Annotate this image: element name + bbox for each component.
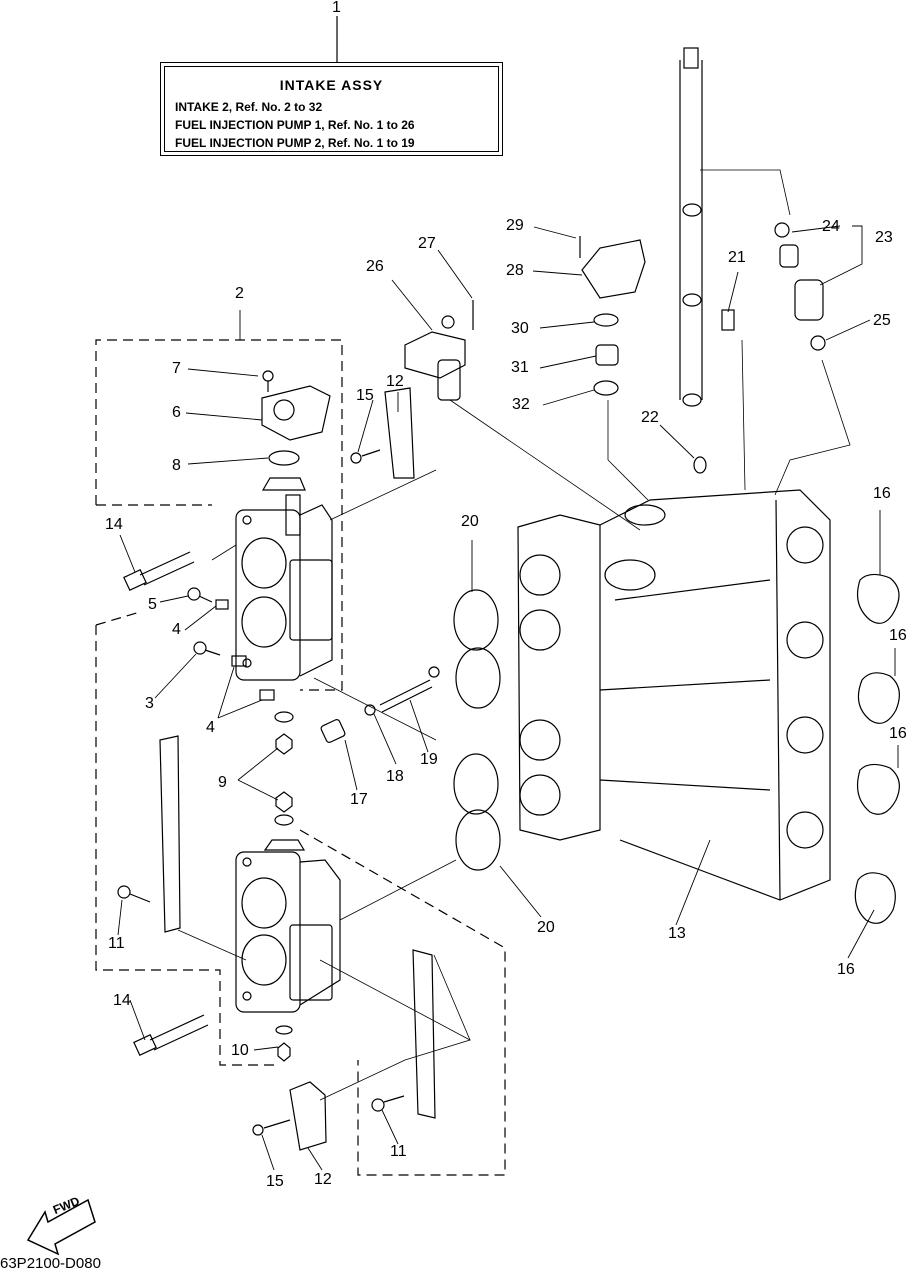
- callout-23: 23: [875, 229, 893, 246]
- link-rod: [320, 666, 440, 743]
- o-ring-20b: [455, 647, 501, 709]
- callout-18: 18: [386, 768, 404, 785]
- callout-leaders: [117, 225, 899, 1171]
- fwd-arrow-icon: [26, 1198, 96, 1256]
- screw-5: [187, 587, 229, 610]
- callout-21: 21: [728, 249, 746, 266]
- callout-16a: 16: [873, 485, 891, 502]
- callout-30: 30: [511, 320, 529, 337]
- throttle-body-lower: [235, 839, 341, 1013]
- washer-9a: [274, 711, 294, 723]
- callout-19: 19: [420, 751, 438, 768]
- callout-14a: 14: [105, 516, 123, 533]
- callout-16c: 16: [889, 725, 907, 742]
- gasket-16c: [857, 763, 900, 815]
- throttle-body-upper: [235, 477, 333, 681]
- callout-24: 24: [822, 218, 840, 235]
- callout-11a: 11: [108, 935, 125, 952]
- title-box-line-2: FUEL INJECTION PUMP 1, Ref. No. 1 to 26: [175, 118, 415, 132]
- callout-20b: 20: [537, 919, 555, 936]
- callout-32: 32: [512, 396, 530, 413]
- bracket-12-lower: [289, 1081, 327, 1151]
- o-ring-20d: [455, 809, 501, 871]
- callout-9: 9: [218, 774, 227, 791]
- callout-20a: 20: [461, 513, 479, 530]
- washer-9b: [274, 814, 294, 826]
- callout-4b: 4: [206, 719, 215, 736]
- title-box: INTAKE ASSY INTAKE 2, Ref. No. 2 to 32 F…: [160, 62, 503, 156]
- title-box-line-1: INTAKE 2, Ref. No. 2 to 32: [175, 100, 323, 114]
- callout-17: 17: [350, 791, 368, 808]
- bolt-14-upper: [123, 551, 195, 591]
- plate-11-right: [412, 949, 436, 1119]
- callout-8: 8: [172, 457, 181, 474]
- callout-3: 3: [145, 695, 154, 712]
- callout-1: 1: [332, 0, 341, 16]
- callout-27: 27: [418, 235, 436, 252]
- callout-2: 2: [235, 285, 244, 302]
- callout-16b: 16: [889, 627, 907, 644]
- connection-lines: [177, 169, 851, 1101]
- callout-5: 5: [148, 596, 157, 613]
- bolt-14-lower: [133, 1014, 209, 1056]
- callout-16d: 16: [837, 961, 855, 978]
- nut-9b: [275, 791, 293, 813]
- bracket-12-upper: [384, 387, 415, 479]
- fuel-injection-pump: [404, 300, 474, 401]
- title-box-frame: INTAKE ASSY INTAKE 2, Ref. No. 2 to 32 F…: [164, 66, 499, 152]
- dashed-group-upper: [95, 339, 343, 1066]
- nut-10: [277, 1042, 291, 1062]
- intake-manifold: [517, 489, 831, 901]
- gasket-16b: [857, 672, 900, 724]
- callout-4a: 4: [172, 621, 181, 638]
- washer-10a: [275, 1025, 293, 1035]
- callout-22: 22: [641, 409, 659, 426]
- callout-15a: 15: [356, 387, 374, 404]
- throttle-sensor: [261, 370, 331, 466]
- o-ring-20c: [453, 753, 499, 815]
- callout-6: 6: [172, 404, 181, 421]
- drawing-code: 63P2100-D080: [0, 1255, 101, 1272]
- nut-9a: [275, 733, 293, 755]
- callout-28-29a: 29: [506, 217, 524, 234]
- callout-10: 10: [231, 1042, 249, 1059]
- gasket-16a: [857, 573, 900, 624]
- callout-26: 26: [366, 258, 384, 275]
- callout-11b: 11: [390, 1143, 407, 1160]
- callout-15b: 15: [266, 1173, 284, 1190]
- map-sensor: [579, 236, 646, 396]
- fuel-rail: [679, 47, 826, 474]
- o-ring-20a: [453, 589, 499, 651]
- title-box-line-3: FUEL INJECTION PUMP 2, Ref. No. 1 to 19: [175, 136, 415, 150]
- callout-12a: 12: [386, 373, 404, 390]
- title-box-heading: INTAKE ASSY: [279, 77, 384, 93]
- callout-12b: 12: [314, 1171, 332, 1188]
- dashed-group-lower: [299, 829, 506, 1176]
- screw-3: [193, 641, 221, 656]
- gasket-16d: [854, 872, 896, 924]
- spring-4b: [259, 689, 275, 701]
- callout-7: 7: [172, 360, 181, 377]
- callout-28: 28: [506, 262, 524, 279]
- callout-25: 25: [873, 312, 891, 329]
- callout-31: 31: [511, 359, 529, 376]
- spring-4a: [231, 655, 247, 667]
- plate-11-left: [159, 735, 181, 933]
- callout-13: 13: [668, 925, 686, 942]
- callout-14b: 14: [113, 992, 131, 1009]
